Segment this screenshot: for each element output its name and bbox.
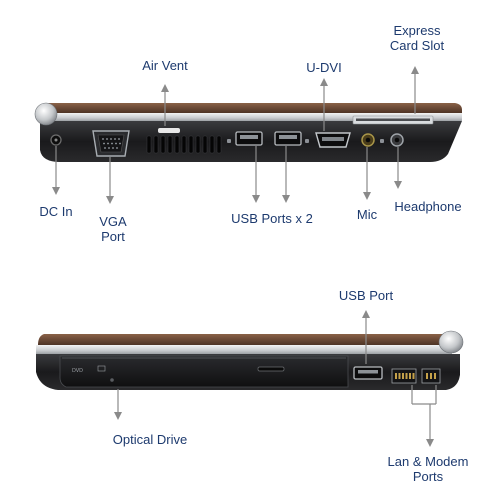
label-express-card-slot: Express Card Slot	[389, 23, 445, 53]
hinge-left	[34, 102, 58, 126]
lid-bottom	[38, 334, 452, 345]
optical-drive-tray: DVD	[59, 355, 349, 388]
air-vent-slots	[146, 135, 222, 154]
usb-port-2	[274, 131, 302, 146]
leader-lines-bottom	[114, 310, 437, 447]
label-air-vent: Air Vent	[142, 58, 188, 73]
laptop-left-side	[34, 102, 462, 162]
label-optical-drive: Optical Drive	[112, 432, 188, 447]
hinge-right	[438, 330, 464, 354]
silver-band-bottom	[36, 345, 452, 354]
svg-text:DVD: DVD	[72, 368, 83, 374]
mic-jack	[361, 133, 375, 147]
express-card-slot	[352, 115, 434, 125]
u-dvi-port	[315, 132, 351, 148]
label-usb-port: USB Port	[338, 288, 394, 303]
headphone-jack	[390, 133, 404, 147]
lid-top	[48, 103, 462, 113]
label-usb-ports-x2: USB Ports x 2	[231, 211, 313, 226]
leader-lines-top	[52, 66, 419, 204]
label-u-dvi: U-DVI	[306, 60, 342, 75]
usb-port-1	[235, 131, 263, 146]
label-lan-modem-ports: Lan & Modem Ports	[387, 454, 469, 484]
laptop-right-side: DVD	[36, 330, 464, 390]
label-vga-port: VGA Port	[99, 214, 127, 244]
usb-port-right	[353, 366, 383, 380]
label-dc-in: DC In	[39, 204, 73, 219]
label-mic: Mic	[356, 207, 378, 222]
label-headphone: Headphone	[394, 199, 462, 214]
lan-modem-ports	[391, 368, 441, 384]
air-vent-indicator	[158, 128, 180, 133]
